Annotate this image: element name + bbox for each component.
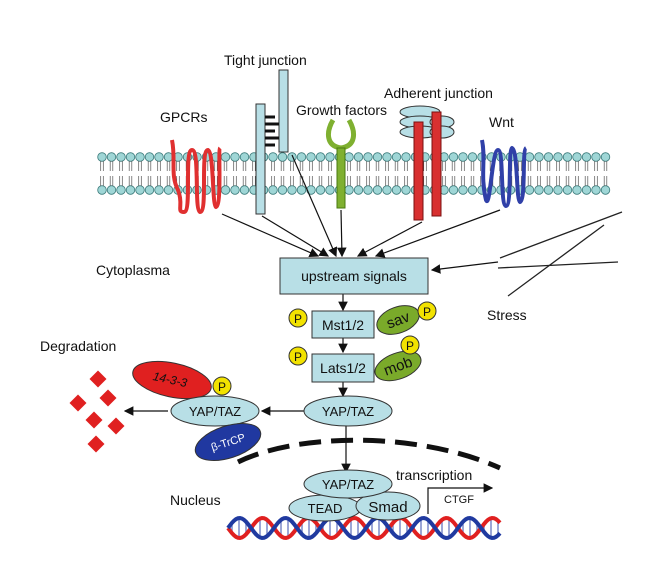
tight-junction	[255, 69, 289, 215]
transcription-label: transcription	[396, 467, 472, 483]
gpcrs-label: GPCRs	[160, 109, 207, 125]
smad-label: Smad	[368, 499, 407, 516]
upstream-signals-box	[279, 257, 429, 295]
tight-junction-label: Tight junction	[224, 52, 307, 68]
adherent-junction-label: Adherent junction	[384, 85, 493, 101]
growth-factor-receptor	[326, 118, 356, 209]
phospho-mob	[400, 335, 420, 355]
yaptaz-degradation	[170, 395, 260, 427]
degradation-fragments	[69, 370, 125, 453]
yaptaz-degradation-label: YAP/TAZ	[189, 404, 241, 419]
phospho-sav	[417, 301, 437, 321]
ctgf-label: CTGF	[444, 494, 474, 506]
lats-label: Lats1/2	[320, 360, 366, 376]
growth-factors-label: Growth factors	[296, 102, 387, 118]
lats-box	[311, 353, 375, 383]
dna-helix	[226, 515, 502, 541]
protein-14-3-3	[132, 360, 212, 400]
phospho-mst	[288, 308, 308, 328]
mst-label: Mst1/2	[322, 317, 364, 333]
yaptaz-cytoplasm-label: YAP/TAZ	[322, 404, 374, 419]
cytoplasma-label: Cytoplasma	[96, 262, 170, 278]
mob-protein	[374, 350, 422, 382]
wnt-receptor	[480, 139, 528, 209]
smad-protein	[355, 491, 421, 521]
degradation-label: Degradation	[40, 338, 116, 354]
phospho-sav-label: P	[423, 305, 431, 319]
phospho-yaptaz-label: P	[218, 380, 226, 394]
yaptaz-nucleus	[303, 469, 393, 499]
arrows	[123, 154, 501, 514]
wnt-label: Wnt	[489, 114, 514, 130]
stress-lines	[497, 211, 623, 297]
beta-trcp-protein	[194, 423, 262, 461]
nucleus-label: Nucleus	[170, 492, 221, 508]
upstream-signals-label: upstream signals	[301, 268, 407, 284]
mst-box	[311, 310, 375, 339]
nuclear-envelope	[236, 437, 502, 471]
phospho-lats-label: P	[294, 350, 302, 364]
stress-label: Stress	[487, 307, 527, 323]
yaptaz-nucleus-label: YAP/TAZ	[322, 477, 374, 492]
phospho-lats	[288, 346, 308, 366]
phospho-mst-label: P	[294, 312, 302, 326]
tead-label: TEAD	[308, 501, 343, 516]
phospho-mob-label: P	[406, 339, 414, 353]
yaptaz-cytoplasm	[303, 395, 393, 427]
phospho-yaptaz	[212, 376, 232, 396]
gpcr-receptor	[170, 139, 222, 215]
adherent-junction	[399, 105, 455, 221]
